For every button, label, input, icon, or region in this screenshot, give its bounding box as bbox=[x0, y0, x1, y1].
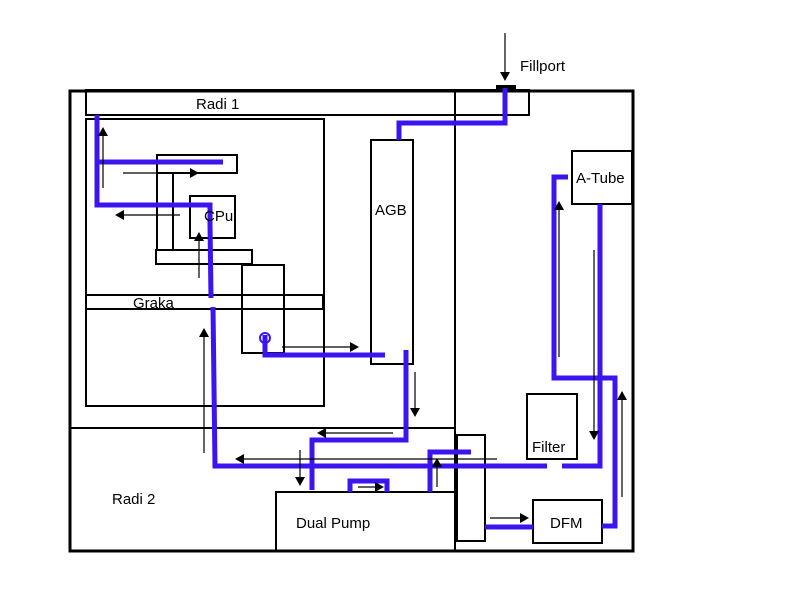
arrow-agb-down bbox=[410, 372, 420, 417]
dual-pump-label: Dual Pump bbox=[296, 515, 370, 532]
tube-pump-inner bbox=[347, 478, 390, 492]
dfm-label: DFM bbox=[550, 515, 583, 532]
flow-arrows bbox=[98, 33, 627, 523]
arrow-radi2-left-upper bbox=[317, 428, 393, 438]
graka-box bbox=[85, 294, 324, 310]
arrow-cpu-left bbox=[115, 210, 180, 220]
dual-pump-box bbox=[275, 491, 456, 552]
arrow-graka-up bbox=[199, 328, 209, 453]
arrow-cpu-up bbox=[194, 232, 204, 278]
cpu-label: CPu bbox=[204, 208, 233, 225]
arrow-radi2-left-lower bbox=[235, 454, 497, 464]
filter-box bbox=[526, 393, 578, 460]
dfm-box bbox=[532, 499, 603, 544]
arrow-chipset-right bbox=[282, 342, 359, 352]
agb-label: AGB bbox=[375, 202, 407, 219]
mainboard-box bbox=[85, 118, 325, 407]
agb-box bbox=[370, 139, 414, 365]
fillport-cap bbox=[496, 85, 516, 90]
radi2-label: Radi 2 bbox=[112, 491, 155, 508]
radi1-box bbox=[85, 89, 530, 116]
atube-label: A-Tube bbox=[576, 170, 625, 187]
labels: Fillport Radi 1 CPu AGB A-Tube Graka Fil… bbox=[112, 58, 625, 532]
arrow-atube-up bbox=[554, 201, 564, 357]
fillport-label: Fillport bbox=[520, 58, 566, 75]
arrow-pump-right bbox=[358, 482, 384, 492]
tube-filter-atube bbox=[562, 204, 603, 469]
pump-side-box bbox=[456, 434, 486, 542]
tube-pump-filter bbox=[427, 449, 471, 492]
cpu-bracket-bottom bbox=[155, 249, 253, 265]
radi2-box bbox=[69, 427, 456, 552]
tube-atube-return bbox=[551, 174, 618, 529]
arrow-radi1-up bbox=[98, 127, 108, 188]
tube-fillport-agb bbox=[396, 88, 508, 140]
arrow-dfm-up bbox=[617, 391, 627, 497]
radi1-label: Radi 1 bbox=[196, 96, 239, 113]
tubing bbox=[94, 88, 618, 530]
arrow-pump-down bbox=[295, 450, 305, 486]
arrow-radi1-right bbox=[123, 168, 199, 178]
filter-label: Filter bbox=[532, 439, 565, 456]
arrow-fillport-down bbox=[500, 33, 510, 81]
arrow-atube-down bbox=[589, 250, 599, 440]
arrow-dfm-right bbox=[490, 513, 529, 523]
graka-label: Graka bbox=[133, 295, 175, 312]
tube-chipset-agb bbox=[262, 335, 385, 358]
tube-agb-radi2 bbox=[309, 350, 409, 490]
arrow-pump-up bbox=[432, 458, 442, 487]
tube-radi1-cpu bbox=[94, 115, 223, 299]
